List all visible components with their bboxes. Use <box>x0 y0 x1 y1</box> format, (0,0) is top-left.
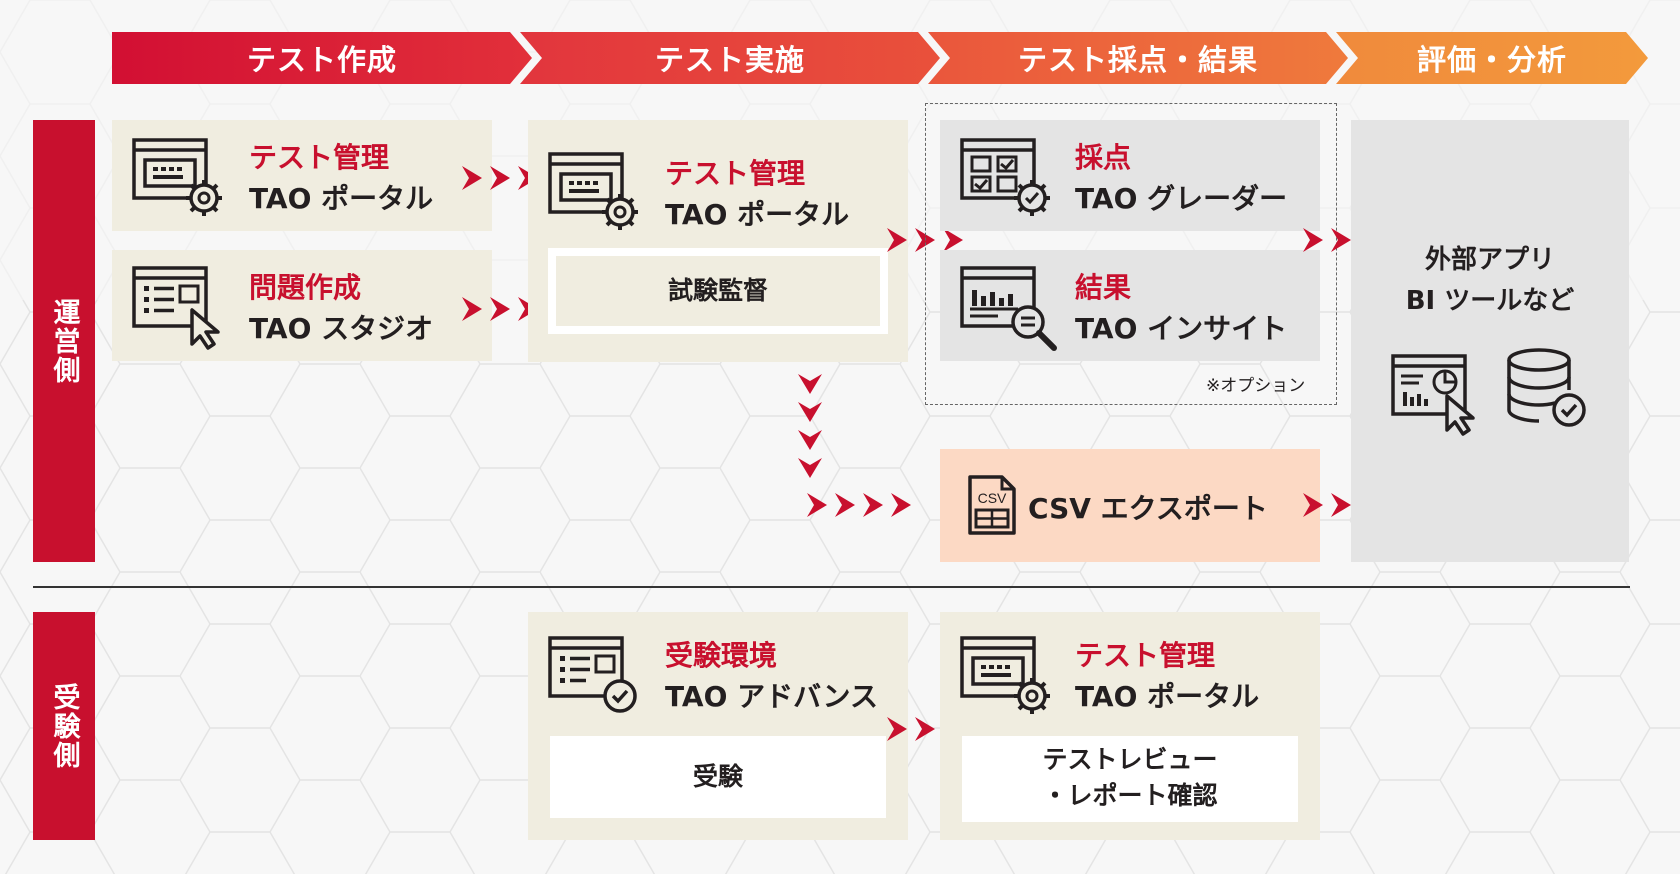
box-csv-export: CSV CSV エクスポート <box>940 449 1320 562</box>
list-cursor-icon <box>132 266 220 350</box>
chevron-right-icon <box>1331 228 1351 252</box>
portal-gear-icon <box>960 636 1050 714</box>
chevron-right-icon <box>490 166 510 190</box>
box-review-portal: テスト管理 TAO ポータル テストレビュー ・レポート確認 <box>940 612 1320 840</box>
review-line1: テストレビュー <box>1042 745 1218 774</box>
box-results: 結果 TAO インサイト <box>940 250 1320 361</box>
chevron-down-icon <box>798 430 822 450</box>
stage-grade: テスト採点・結果 <box>928 32 1348 84</box>
section-divider <box>33 586 1630 588</box>
option-dashed-frame <box>925 103 1337 405</box>
chevron-down-icon <box>798 402 822 422</box>
database-check-icon <box>1507 348 1586 427</box>
results-title: 結果 <box>1075 271 1132 304</box>
side-label-operator: 運営側 <box>33 120 95 562</box>
chevron-right-icon <box>863 493 883 517</box>
box-create-portal: テスト管理 TAO ポータル <box>112 120 492 231</box>
csv-icon-text: CSV <box>978 490 1007 506</box>
exam-env-subtitle: TAO アドバンス <box>665 680 878 713</box>
box-create-studio: 問題作成 TAO スタジオ <box>112 250 492 361</box>
chevron-right-icon <box>1331 493 1351 517</box>
portal-gear-icon <box>132 138 222 216</box>
stage-execute: テスト実施 <box>520 32 940 84</box>
stage-execute-label: テスト実施 <box>654 43 805 77</box>
csv-export-label: CSV エクスポート <box>1028 492 1268 525</box>
create-studio-subtitle: TAO スタジオ <box>249 312 434 345</box>
chevron-right-icon <box>1303 493 1323 517</box>
list-check-icon <box>548 636 637 713</box>
exam-env-title: 受験環境 <box>665 639 778 672</box>
grade-title: 採点 <box>1075 141 1132 174</box>
box-exec-portal: テスト管理 TAO ポータル 試験監督 <box>528 120 908 362</box>
box-grade: 採点 TAO グレーダー <box>940 120 1320 231</box>
chevron-right-icon <box>462 166 482 190</box>
box-external-app: 外部アプリ BI ツールなど <box>1351 120 1629 562</box>
take-exam-box: 受験 <box>550 736 886 818</box>
chevron-right-icon <box>462 297 482 321</box>
arrow-exec-down <box>797 372 823 484</box>
grade-subtitle: TAO グレーダー <box>1075 182 1288 215</box>
stage-evaluate-label: 評価・分析 <box>1416 43 1567 77</box>
create-portal-title: テスト管理 <box>249 141 390 174</box>
external-line2: BI ツールなど <box>1405 286 1575 316</box>
proctoring-label: 試験監督 <box>667 276 768 305</box>
chart-cursor-icon <box>1391 354 1475 436</box>
grid-check-gear-icon <box>960 138 1050 216</box>
stage-create: テスト作成 <box>112 32 532 84</box>
side-label-examinee: 受験側 <box>33 612 95 840</box>
external-line1: 外部アプリ <box>1424 245 1555 275</box>
chevron-right-icon <box>915 717 935 741</box>
results-subtitle: TAO インサイト <box>1075 312 1288 345</box>
option-note: ※オプション <box>1206 376 1306 396</box>
chevron-right-icon <box>835 493 855 517</box>
chevron-right-icon <box>490 297 510 321</box>
chevron-right-icon <box>887 717 907 741</box>
stage-create-label: テスト作成 <box>246 43 397 77</box>
review-portal-subtitle: TAO ポータル <box>1075 680 1260 713</box>
exec-portal-title: テスト管理 <box>665 157 806 190</box>
exec-portal-subtitle: TAO ポータル <box>665 198 850 231</box>
review-report-box: テストレビュー ・レポート確認 <box>962 736 1298 822</box>
proctoring-box: 試験監督 <box>548 248 888 334</box>
review-line2: ・レポート確認 <box>1042 781 1218 810</box>
chevron-down-icon <box>798 374 822 394</box>
create-studio-title: 問題作成 <box>249 271 362 304</box>
chart-magnifier-icon <box>960 266 1057 351</box>
box-exam-env: 受験環境 TAO アドバンス 受験 <box>528 612 908 840</box>
chevron-right-icon <box>891 493 911 517</box>
create-portal-subtitle: TAO ポータル <box>249 182 434 215</box>
chevron-right-icon <box>807 493 827 517</box>
portal-gear-icon <box>548 152 638 230</box>
csv-file-icon: CSV <box>968 475 1016 535</box>
stage-grade-label: テスト採点・結果 <box>1017 43 1258 77</box>
chevron-right-icon <box>887 228 907 252</box>
chevron-right-icon <box>943 228 963 252</box>
arrow-exec-to-csv <box>805 492 913 518</box>
stage-evaluate: 評価・分析 <box>1336 32 1648 84</box>
review-portal-title: テスト管理 <box>1075 639 1216 672</box>
take-exam-label: 受験 <box>692 762 743 791</box>
chevron-down-icon <box>798 458 822 478</box>
chevron-right-icon <box>1303 228 1323 252</box>
